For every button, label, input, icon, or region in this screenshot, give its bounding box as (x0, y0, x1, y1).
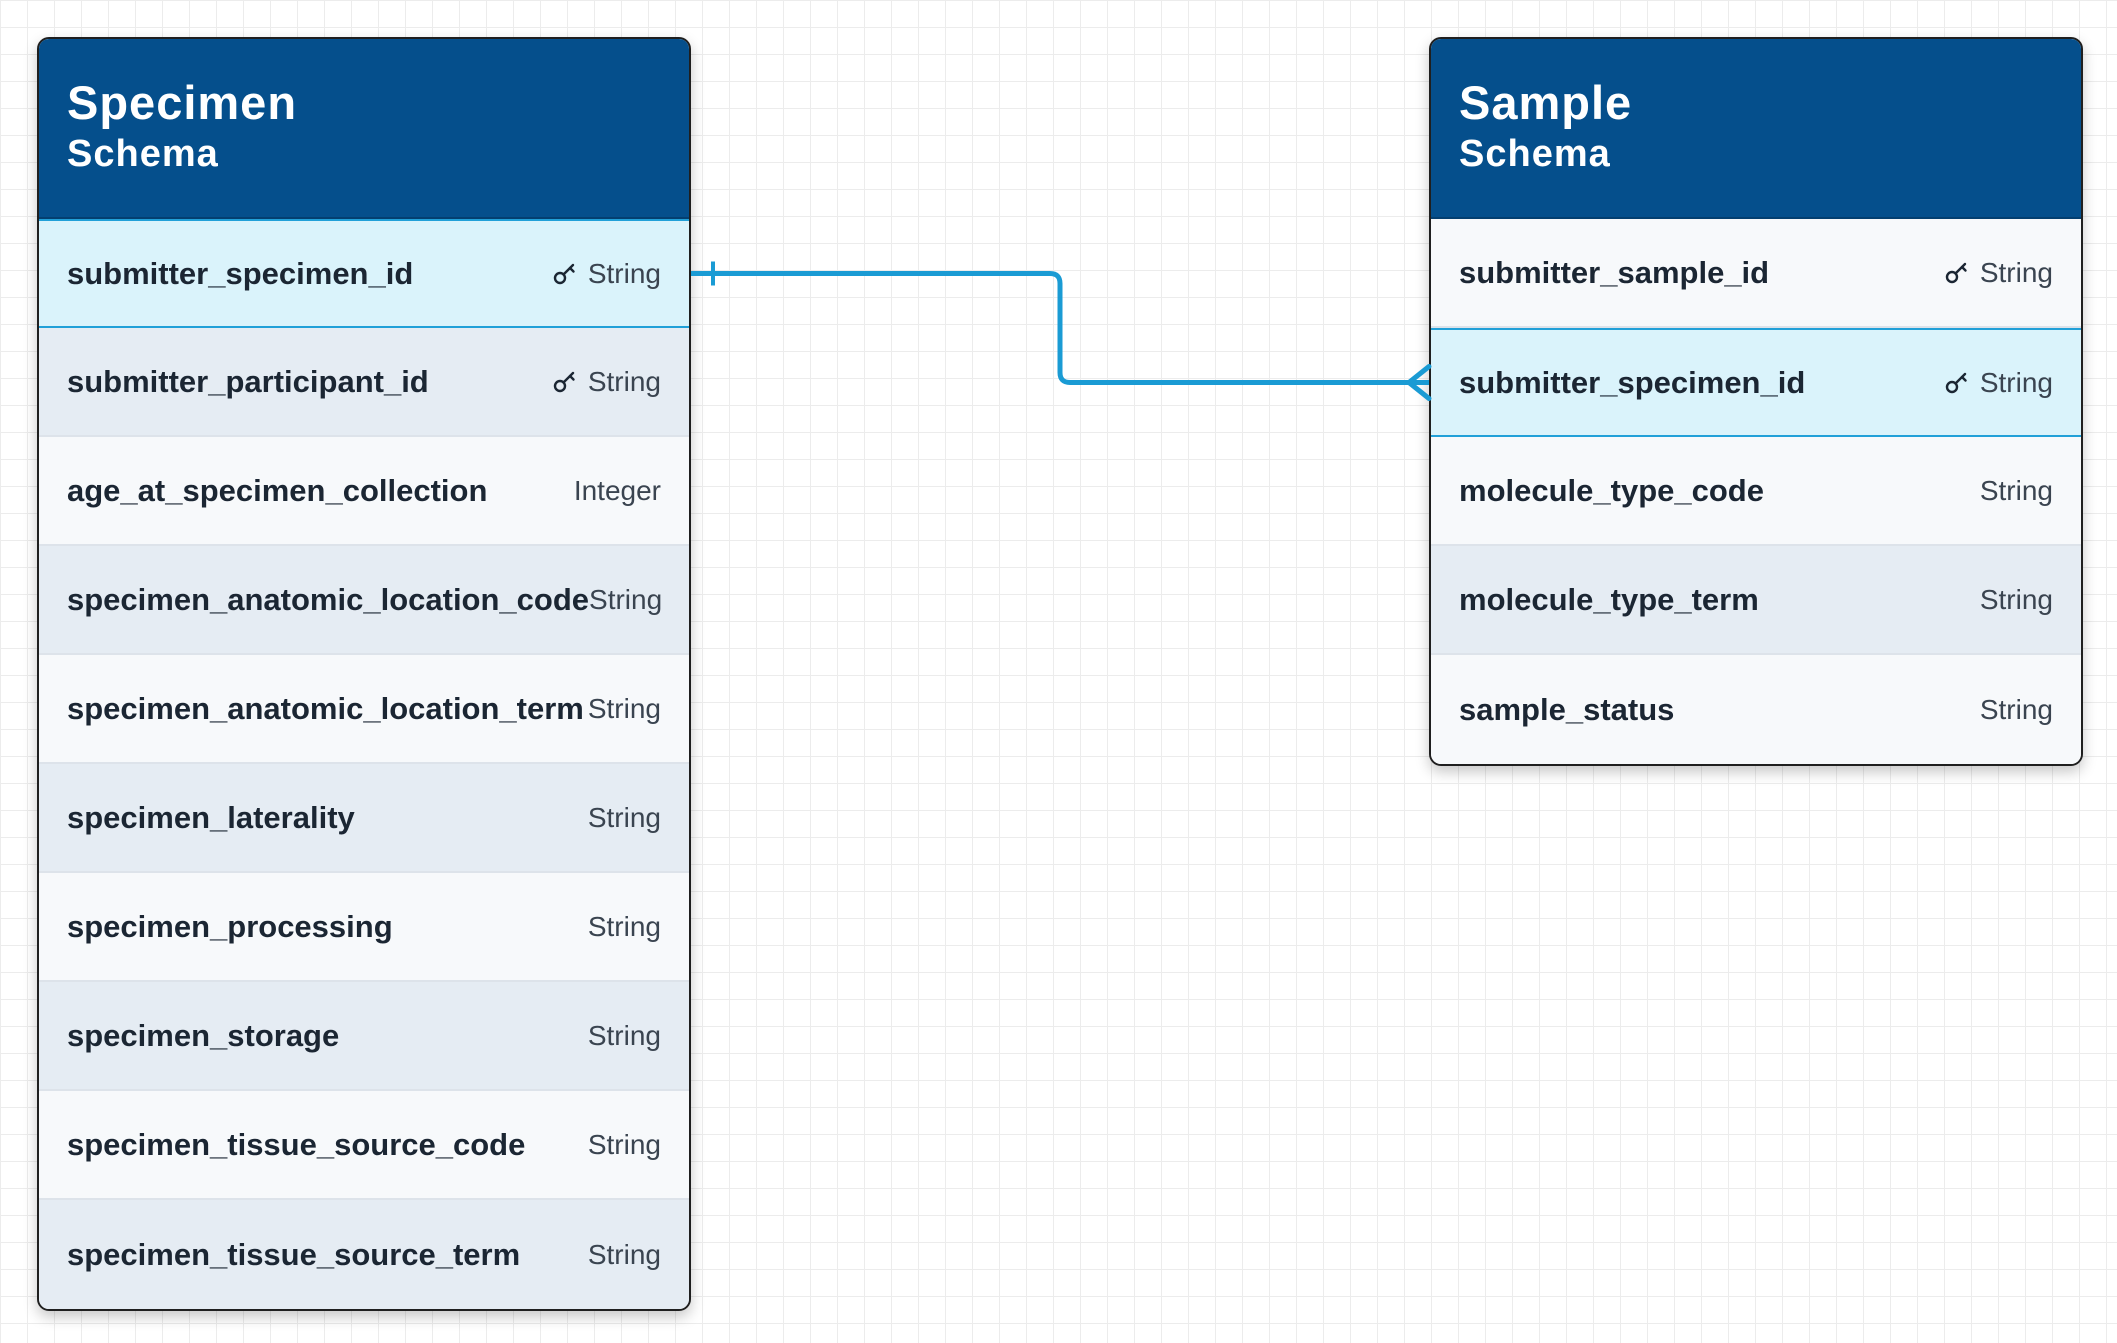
sample-table-header: Sample Schema (1431, 39, 2081, 219)
field-name: specimen_anatomic_location_term (67, 690, 584, 726)
field-type: String (588, 1239, 661, 1271)
field-type-label: String (587, 1238, 661, 1270)
key-icon (1945, 372, 1967, 393)
field-type: String (1944, 257, 2053, 289)
field-type: String (552, 258, 661, 290)
field-type: String (588, 693, 661, 725)
field-type: String (1980, 584, 2053, 616)
field-row[interactable]: submitter_specimen_id String (1431, 328, 2081, 437)
field-row[interactable]: submitter_participant_id String (39, 328, 689, 437)
field-name: submitter_specimen_id (1459, 364, 1806, 400)
field-type-label: String (589, 583, 663, 615)
field-type: Integer (574, 475, 661, 507)
field-row[interactable]: specimen_laterality String (39, 764, 689, 873)
field-name: specimen_laterality (67, 799, 355, 835)
field-row[interactable]: age_at_specimen_collection Integer (39, 437, 689, 546)
field-row[interactable]: sample_status String (1431, 655, 2081, 764)
field-name: specimen_anatomic_location_code (67, 581, 590, 617)
key-icon (553, 371, 575, 392)
field-type: String (588, 911, 661, 943)
field-type: String (1980, 475, 2053, 507)
field-type-label: String (587, 910, 661, 942)
field-type: String (588, 1129, 661, 1161)
specimen-table-header: Specimen Schema (39, 39, 689, 219)
field-type-label: String (587, 1019, 661, 1051)
field-row[interactable]: submitter_sample_id String (1431, 219, 2081, 328)
field-name: sample_status (1459, 691, 1675, 727)
field-type-label: String (1979, 256, 2053, 288)
field-name: submitter_specimen_id (67, 255, 414, 291)
field-row[interactable]: molecule_type_code String (1431, 437, 2081, 546)
field-type-label: String (587, 801, 661, 833)
field-name: submitter_participant_id (67, 363, 429, 399)
field-type-label: String (587, 257, 661, 289)
relation-line[interactable] (691, 261, 1432, 401)
table-subtitle: Schema (67, 133, 219, 175)
field-name: molecule_type_term (1459, 581, 1759, 617)
field-type: String (1980, 694, 2053, 726)
field-name: specimen_storage (67, 1017, 340, 1053)
field-type-label: String (1979, 474, 2053, 506)
field-type-label: String (1979, 366, 2053, 398)
relation-path[interactable] (691, 271, 1429, 385)
field-row[interactable]: submitter_specimen_id String (39, 219, 689, 328)
field-name: specimen_tissue_source_term (67, 1236, 521, 1272)
field-name: specimen_processing (67, 908, 393, 944)
field-name: submitter_sample_id (1459, 254, 1770, 290)
field-name: specimen_tissue_source_code (67, 1126, 526, 1162)
key-icon (1945, 262, 1967, 283)
field-row[interactable]: specimen_tissue_source_code String (39, 1091, 689, 1200)
table-title: Specimen (67, 76, 298, 129)
field-type: String (552, 366, 661, 398)
field-type-label: Integer (573, 474, 661, 506)
field-type-label: String (1979, 693, 2053, 725)
table-title: Sample (1459, 76, 1633, 129)
field-row[interactable]: specimen_storage String (39, 982, 689, 1091)
field-type-label: String (587, 1128, 661, 1160)
field-type: String (588, 802, 661, 834)
many-cardinality-marker (1406, 364, 1432, 401)
field-name: molecule_type_code (1459, 472, 1764, 508)
field-type: String (1944, 367, 2053, 399)
field-type-label: String (1979, 583, 2053, 615)
key-icon (553, 263, 575, 284)
field-row[interactable]: specimen_processing String (39, 873, 689, 982)
field-row[interactable]: molecule_type_term String (1431, 546, 2081, 655)
field-type-label: String (587, 365, 661, 397)
field-type-label: String (587, 692, 661, 724)
field-row[interactable]: specimen_tissue_source_term String (39, 1200, 689, 1309)
field-type: String (588, 1020, 661, 1052)
table-subtitle: Schema (1459, 133, 1611, 175)
field-type: String (589, 584, 662, 616)
field-name: age_at_specimen_collection (67, 472, 488, 508)
